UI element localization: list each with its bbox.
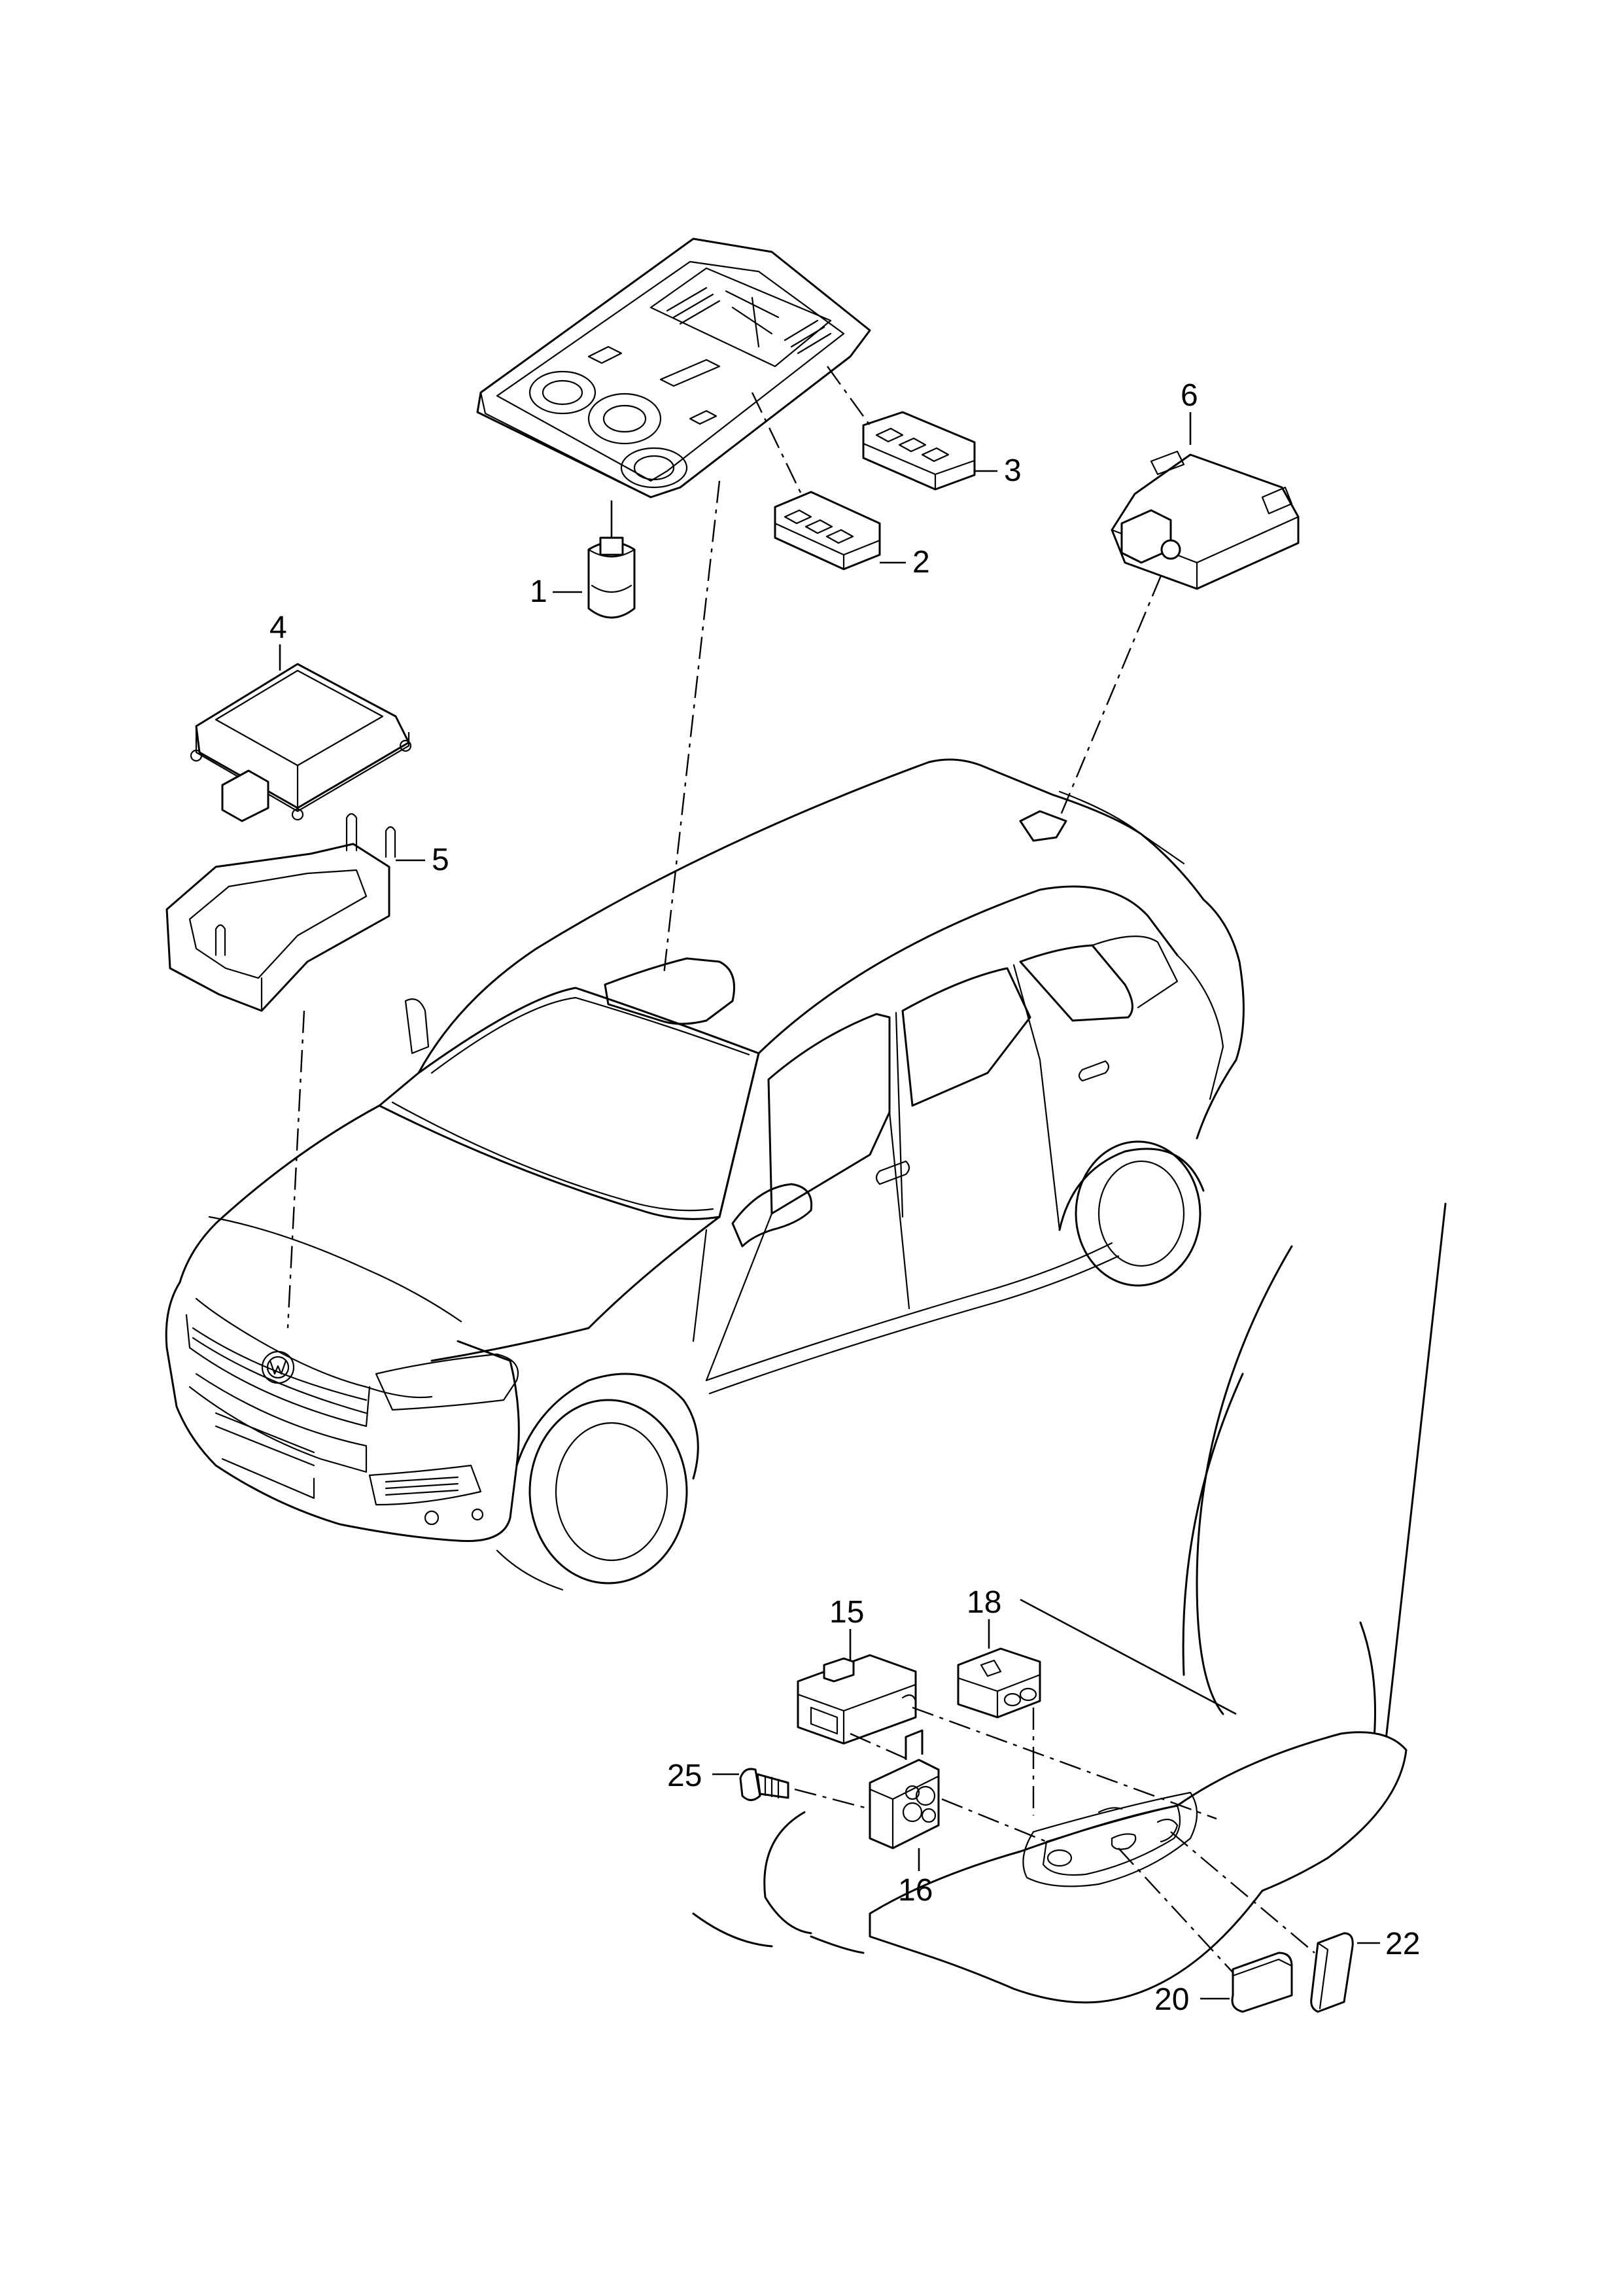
leader-bracket-to-car [286, 1010, 305, 1329]
leader-15b-to-seat [850, 1732, 910, 1761]
vehicle-illustration [165, 758, 1245, 1591]
leader-25-to-16 [794, 1788, 871, 1810]
leader-panel-to-2 [751, 392, 803, 495]
callout-leaders [396, 470, 1380, 2000]
leader-module-to-car-roof [1058, 575, 1162, 818]
callout-6: 6 [1181, 378, 1198, 413]
callout-3: 3 [1004, 453, 1022, 488]
cover-part-22 [1310, 1932, 1354, 2013]
callout-16: 16 [898, 1873, 933, 1908]
connector-part-18 [957, 1619, 1041, 1719]
callout-4: 4 [269, 610, 287, 645]
switch-part-1 [587, 500, 636, 619]
leader-panel-to-3 [827, 366, 871, 426]
callout-25: 25 [667, 1759, 702, 1793]
switch-part-2 [774, 491, 881, 570]
module-part-6 [1111, 412, 1300, 590]
module-location-marker [1019, 810, 1067, 842]
callout-1: 1 [530, 574, 547, 609]
leader-15-to-seat [912, 1706, 1217, 1820]
seat-module-part-15 [797, 1629, 917, 1745]
bracket-part-5 [165, 813, 396, 1012]
roof-console-panel [476, 237, 871, 499]
callout-18: 18 [967, 1585, 1001, 1620]
callout-2: 2 [912, 545, 930, 580]
screw-part-25 [739, 1768, 789, 1801]
callout-15: 15 [829, 1595, 864, 1630]
leader-seat-to-20 [1118, 1848, 1234, 1973]
leader-16-to-seat [941, 1798, 1047, 1843]
callout-22: 22 [1385, 1927, 1420, 1961]
callout-5: 5 [432, 843, 449, 877]
leader-18-to-seatback [1020, 1598, 1237, 1715]
control-unit-part-4 [190, 644, 412, 822]
button-part-20 [1231, 1952, 1293, 2013]
seat-switch-part-16 [869, 1729, 940, 1849]
leader-panel-to-car-roof [663, 480, 721, 975]
roof-console-location [604, 957, 735, 1025]
leader-seat-to-22 [1170, 1831, 1315, 1953]
switch-part-3 [862, 411, 976, 491]
seat-illustration [692, 1202, 1447, 2004]
callout-20: 20 [1154, 1982, 1189, 2017]
